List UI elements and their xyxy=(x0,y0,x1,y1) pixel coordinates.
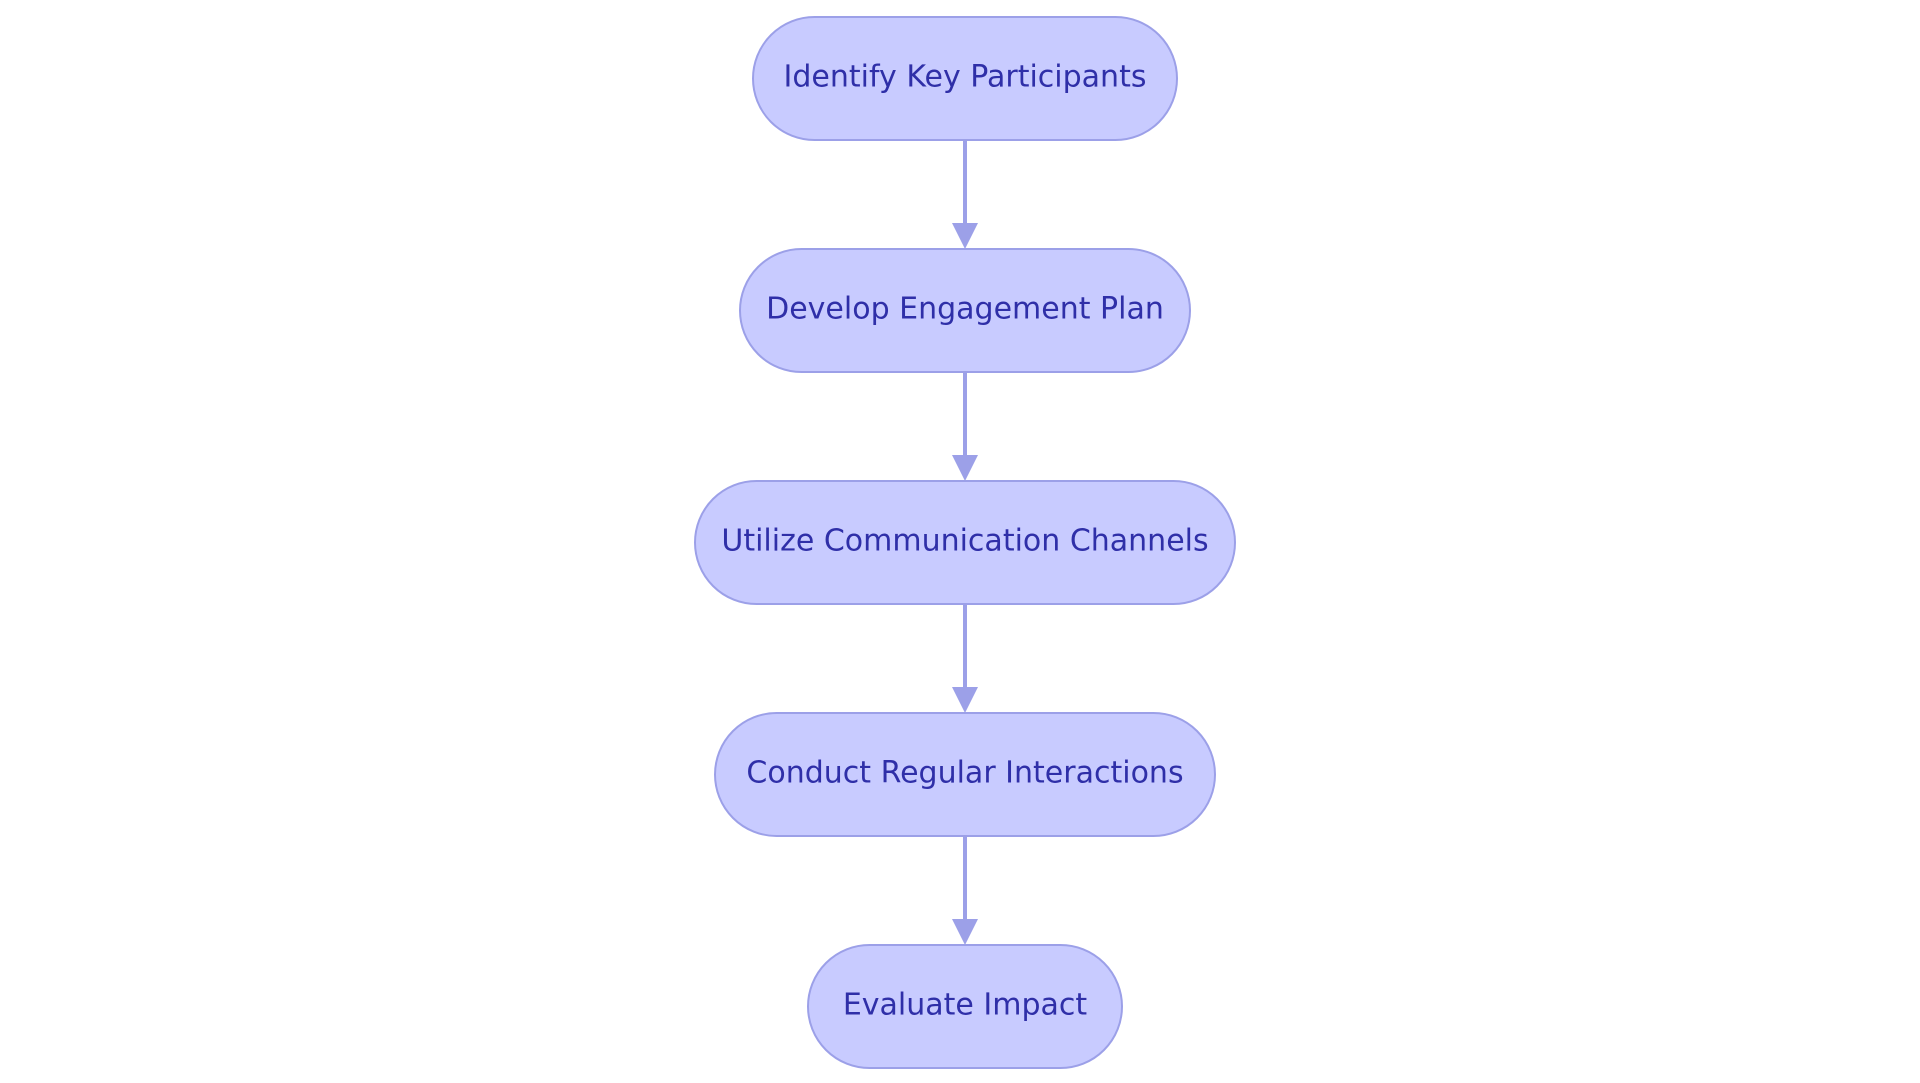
node-label: Identify Key Participants xyxy=(784,60,1147,95)
node-evaluate-impact[interactable]: Evaluate Impact xyxy=(807,944,1123,1069)
edge-n2-n3 xyxy=(952,372,978,481)
node-label: Utilize Communication Channels xyxy=(721,524,1208,559)
edge-n3-n4 xyxy=(952,604,978,713)
node-label: Evaluate Impact xyxy=(843,988,1088,1023)
node-develop-engagement-plan[interactable]: Develop Engagement Plan xyxy=(739,248,1191,373)
node-shape xyxy=(752,16,1178,141)
edge-n1-n2 xyxy=(952,140,978,249)
node-identify-key-participants[interactable]: Identify Key Participants xyxy=(752,16,1178,141)
node-shape xyxy=(714,712,1216,837)
node-label: Develop Engagement Plan xyxy=(766,292,1164,327)
node-shape xyxy=(807,944,1123,1069)
edge-n4-n5 xyxy=(952,836,978,945)
node-label: Conduct Regular Interactions xyxy=(746,756,1183,791)
node-utilize-communication-channels[interactable]: Utilize Communication Channels xyxy=(694,480,1236,605)
node-shape xyxy=(694,480,1236,605)
node-shape xyxy=(739,248,1191,373)
node-conduct-regular-interactions[interactable]: Conduct Regular Interactions xyxy=(714,712,1216,837)
